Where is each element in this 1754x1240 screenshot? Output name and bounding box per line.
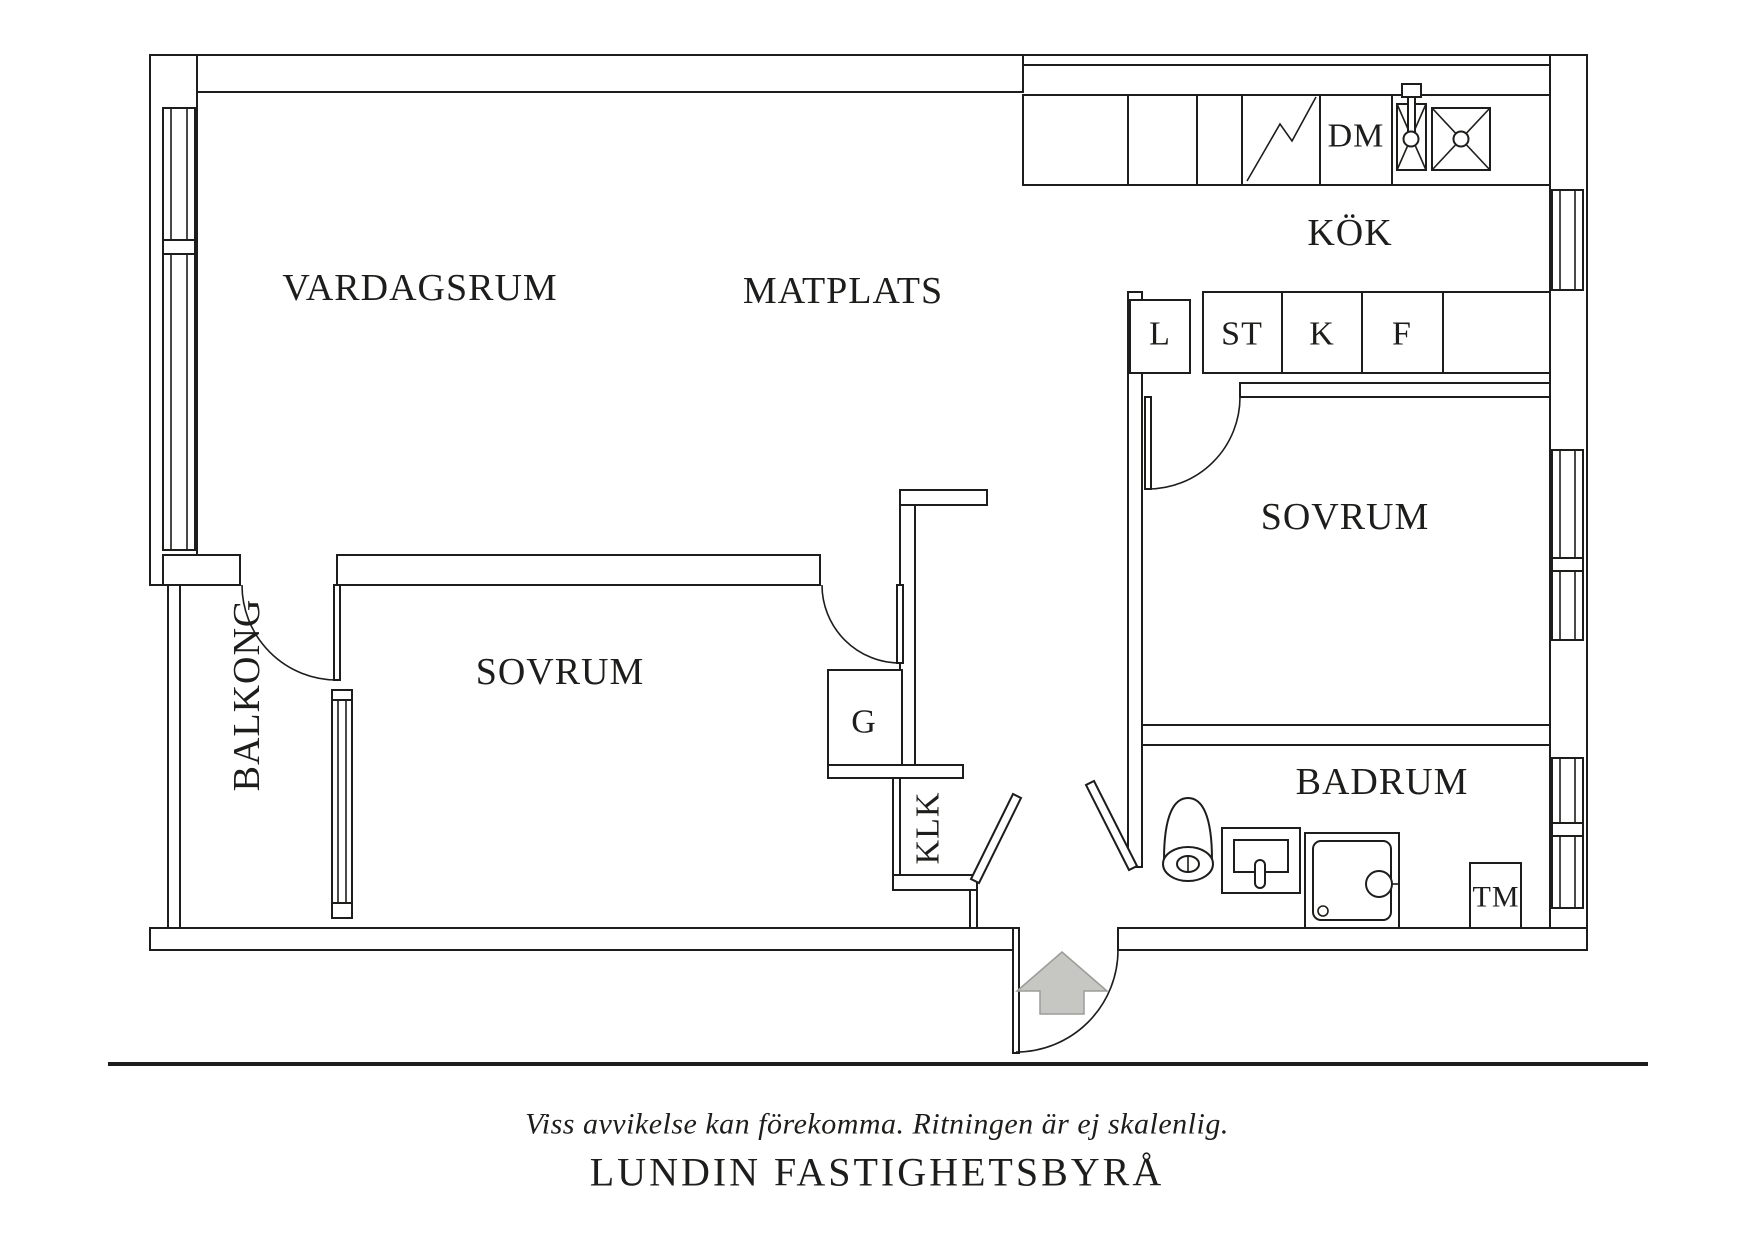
window-balcony (331, 689, 353, 919)
balcony-door-arc (241, 584, 338, 681)
label-wardrobe: G (851, 704, 877, 741)
label-cabinet-k: K (1309, 316, 1335, 353)
label-walk-in-closet: KLK (910, 792, 947, 865)
kitchen-counter-cabinets (1129, 291, 1551, 374)
balcony-door (241, 584, 341, 681)
label-bathroom: BADRUM (1296, 761, 1469, 803)
kitchen-counter-top (1022, 83, 1551, 186)
wardrobe-box (827, 669, 903, 766)
bedroom-left-door-arc (821, 584, 901, 664)
label-dishwasher: DM (1328, 118, 1385, 155)
label-cabinet-l: L (1149, 316, 1171, 353)
washbasin-icon (1221, 827, 1301, 894)
footer-divider (108, 1062, 1648, 1066)
window-bathroom-right (1551, 757, 1584, 909)
label-washing-machine: TM (1473, 881, 1520, 914)
interior-walls (162, 291, 1551, 929)
closet-door-leaf (969, 792, 1023, 885)
entrance-door-arc (1015, 949, 1119, 1053)
cabinet-l-box (1129, 299, 1191, 374)
window-kitchen-right (1551, 189, 1584, 291)
bedroom-right-door-arc (1147, 396, 1241, 490)
label-cabinet-f: F (1392, 316, 1412, 353)
bathroom-door-leaf (1084, 779, 1139, 872)
footer-agency: LUNDIN FASTIGHETSBYRÅ (590, 1150, 1164, 1195)
washing-machine-box (1469, 862, 1522, 929)
window-living-left (162, 107, 196, 551)
label-bedroom-left: SOVRUM (476, 651, 645, 693)
label-living-room: VARDAGSRUM (282, 267, 557, 309)
label-kitchen: KÖK (1307, 212, 1392, 254)
toilet-icon (1162, 796, 1214, 882)
bedroom-left-door (821, 584, 904, 664)
window-bedroom-right (1551, 449, 1584, 641)
sink-basin-icon (1431, 107, 1491, 171)
entrance-arrow-icon (1014, 951, 1110, 1015)
label-bedroom-right: SOVRUM (1261, 496, 1430, 538)
label-dining-area: MATPLATS (743, 270, 943, 312)
label-balcony: BALKONG (226, 599, 268, 792)
sink-icon (1396, 83, 1427, 171)
bedroom-right-door (1144, 396, 1241, 490)
stove-zigzag-icon (1246, 96, 1317, 182)
label-cabinet-st: ST (1221, 316, 1263, 353)
shower-icon (1304, 832, 1400, 929)
footer-disclaimer: Viss avvikelse kan förekomma. Ritningen … (525, 1108, 1229, 1141)
